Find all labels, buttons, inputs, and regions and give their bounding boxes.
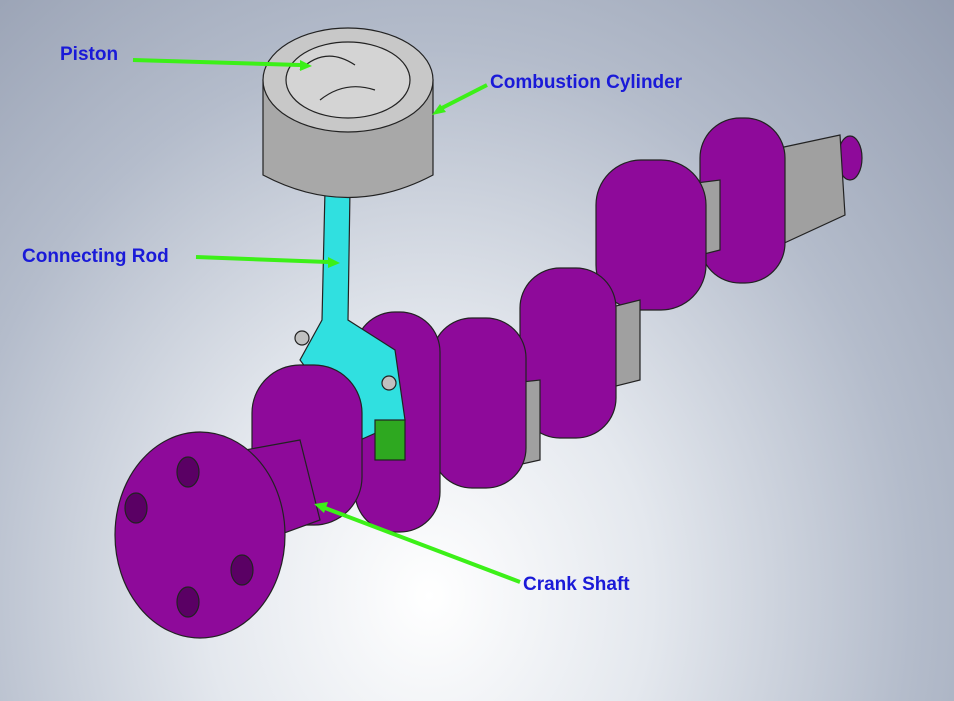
flange [114,431,286,639]
crankshaft-arrow [324,506,521,584]
flange-hole [176,456,200,488]
label-piston: Piston [60,44,119,65]
crank-web [431,317,527,489]
label-combustion-cylinder: Combustion Cylinder [490,72,683,93]
bolt [294,330,310,346]
flange-hole [176,586,200,618]
label-crank-shaft: Crank Shaft [523,574,630,595]
cylinder-arrow [437,83,488,112]
rod-arrow [195,255,329,264]
callout-arrows [132,58,521,584]
flange-hole [124,492,148,524]
piston-arrow [132,58,301,67]
rod-bearing [374,419,406,461]
crank-web [595,159,707,311]
flange-hole [230,554,254,586]
label-connecting-rod: Connecting Rod [22,246,169,267]
bolt [381,375,397,391]
